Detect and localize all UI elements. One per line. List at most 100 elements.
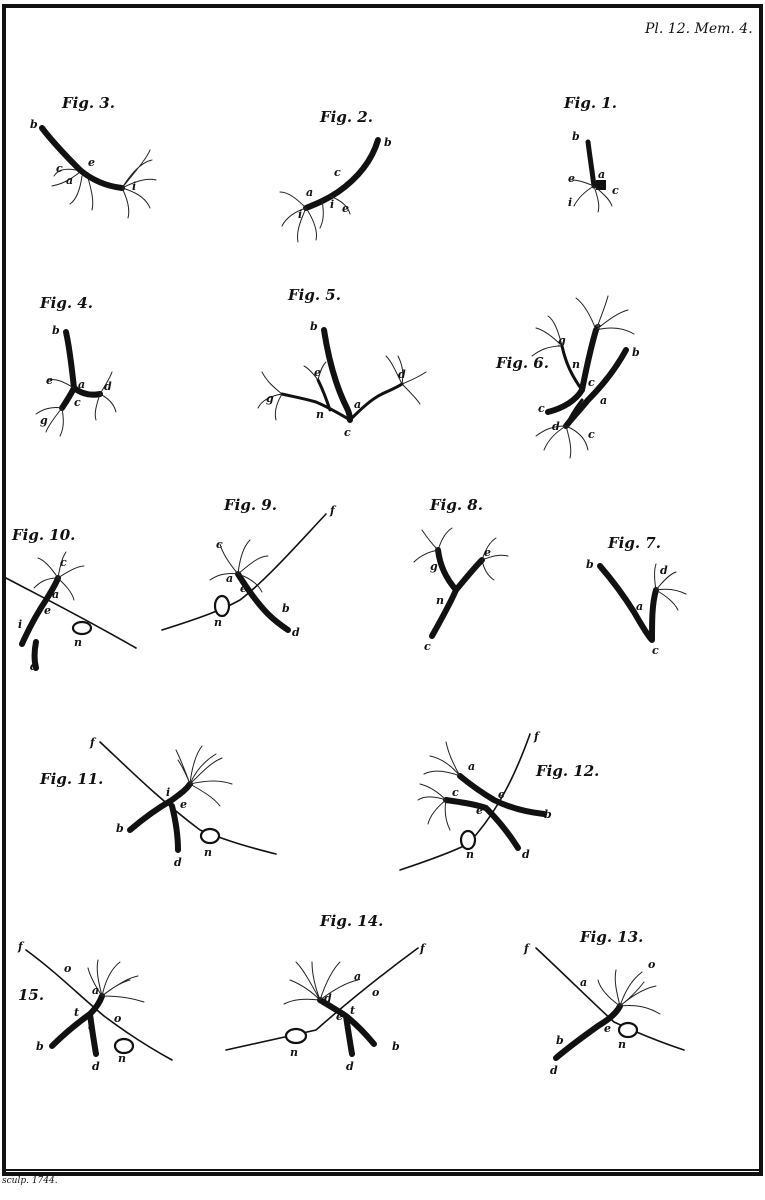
- engraver-imprint: sculp. 1744.: [2, 1176, 58, 1186]
- figure-letter-label: e: [342, 202, 349, 215]
- figure-letter-label: e: [594, 320, 601, 333]
- figure-caption: 15.: [18, 986, 44, 1004]
- root-hairs: [284, 962, 358, 1004]
- figure-letter-label: n: [290, 1046, 298, 1059]
- thread-line: [162, 514, 326, 630]
- ring-loop: [619, 1023, 637, 1037]
- figure-letter-label: f: [329, 504, 337, 517]
- root-hairs: [280, 192, 350, 242]
- figure-14: Fig. 14. f a o d e t n d b: [226, 912, 427, 1073]
- figure-letter-label: a: [306, 186, 313, 199]
- figure-letter-label: e: [240, 582, 247, 595]
- figure-letter-label: c: [216, 538, 223, 551]
- figure-letter-label: a: [636, 600, 643, 613]
- figure-letter-label: c: [56, 162, 63, 175]
- figure-letter-label: b: [282, 602, 290, 615]
- figure-letter-label: d: [92, 1060, 100, 1073]
- figure-caption: Fig. 13.: [579, 928, 643, 946]
- figure-letter-label: b: [556, 1034, 564, 1047]
- figure-caption: Fig. 3.: [61, 94, 115, 112]
- figure-letter-label: d: [398, 368, 406, 381]
- figure-letter-label: g: [558, 334, 566, 347]
- figure-letter-label: a: [66, 174, 73, 187]
- ring-loop: [73, 622, 91, 634]
- figure-letter-label: n: [436, 594, 444, 607]
- root-stem: [130, 784, 190, 850]
- figure-letter-label: a: [580, 976, 587, 989]
- outer-frame: [4, 6, 761, 1174]
- figure-letter-label: b: [392, 1040, 400, 1053]
- figure-caption: Fig. 4.: [39, 294, 93, 312]
- figure-letter-label: b: [572, 130, 580, 143]
- figure-letter-label: b: [586, 558, 594, 571]
- figure-letter-label: g: [40, 414, 48, 427]
- figure-letter-label: o: [648, 958, 655, 971]
- figure-letter-label: e: [498, 788, 505, 801]
- figure-letter-label: f: [523, 942, 531, 955]
- figure-letter-label: d: [660, 564, 668, 577]
- figure-letter-label: n: [572, 358, 580, 371]
- figure-2: Fig. 2. b c a i e i: [280, 108, 392, 242]
- figure-letter-label: a: [600, 394, 607, 407]
- figure-letter-label: i: [132, 180, 136, 193]
- figure-letter-label: a: [354, 398, 361, 411]
- figure-letter-label: c: [588, 376, 595, 389]
- figure-letter-label: g: [430, 560, 438, 573]
- figure-letter-label: d: [346, 1060, 354, 1073]
- figure-7: Fig. 7. b d a c: [586, 534, 686, 657]
- figure-letter-label: b: [310, 320, 318, 333]
- figure-letter-label: d: [174, 856, 182, 869]
- figure-letter-label: t: [74, 1006, 79, 1019]
- figure-letter-label: b: [30, 118, 38, 131]
- figure-letter-label: i: [568, 196, 572, 209]
- figure-letter-label: a: [354, 970, 361, 983]
- ring-loop: [201, 829, 219, 843]
- figure-letter-label: a: [598, 168, 605, 181]
- figure-letter-label: b: [632, 346, 640, 359]
- ring-loop: [215, 596, 229, 616]
- figure-13: Fig. 13. f o a e b n d: [523, 928, 684, 1077]
- figure-caption: Fig. 14.: [319, 912, 383, 930]
- figure-letter-label: i: [330, 198, 334, 211]
- figure-letter-label: a: [78, 378, 85, 391]
- figure-caption: Fig. 10.: [11, 526, 75, 544]
- figure-letter-label: n: [214, 616, 222, 629]
- figure-letter-label: d: [550, 1064, 558, 1077]
- figure-letter-label: f: [89, 736, 97, 749]
- figure-letter-label: e: [314, 366, 321, 379]
- figure-letter-label: c: [74, 396, 81, 409]
- figure-letter-label: i: [166, 786, 170, 799]
- figure-letter-label: d: [552, 420, 560, 433]
- figure-6: Fig. 6. g e n b c a c d c: [495, 296, 640, 458]
- figure-letter-label: t: [350, 1004, 355, 1017]
- figure-letter-label: n: [618, 1038, 626, 1051]
- ring-loop: [286, 1029, 306, 1043]
- root-hairs: [176, 746, 232, 806]
- ring-loop: [461, 831, 475, 849]
- figure-letter-label: o: [114, 1012, 121, 1025]
- figure-letter-label: c: [612, 184, 619, 197]
- figure-3: Fig. 3. b e c a i: [30, 94, 156, 218]
- figure-1: Fig. 1. b e a c i: [563, 94, 619, 212]
- root-stem: [588, 142, 594, 186]
- figure-caption: Fig. 1.: [563, 94, 617, 112]
- figure-letter-label: c: [652, 644, 659, 657]
- figure-letter-label: g: [266, 392, 274, 405]
- plate-title: Pl. 12. Mem. 4.: [644, 21, 753, 37]
- figure-letter-label: c: [452, 786, 459, 799]
- figure-caption: Fig. 7.: [607, 534, 661, 552]
- figure-letter-label: e: [568, 172, 575, 185]
- figure-15: 15. f o a t e o b n d: [17, 940, 172, 1073]
- figure-letter-label: d: [324, 992, 332, 1005]
- figure-letter-label: e: [46, 374, 53, 387]
- figure-letter-label: a: [52, 588, 59, 601]
- figure-letter-label: c: [588, 428, 595, 441]
- figure-8: Fig. 8. g e n c: [414, 496, 508, 653]
- figure-letter-label: f: [533, 730, 541, 743]
- figure-letter-label: e: [44, 604, 51, 617]
- figure-letter-label: a: [226, 572, 233, 585]
- figure-letter-label: b: [36, 1040, 44, 1053]
- figure-letter-label: n: [316, 408, 324, 421]
- figure-letter-label: e: [88, 156, 95, 169]
